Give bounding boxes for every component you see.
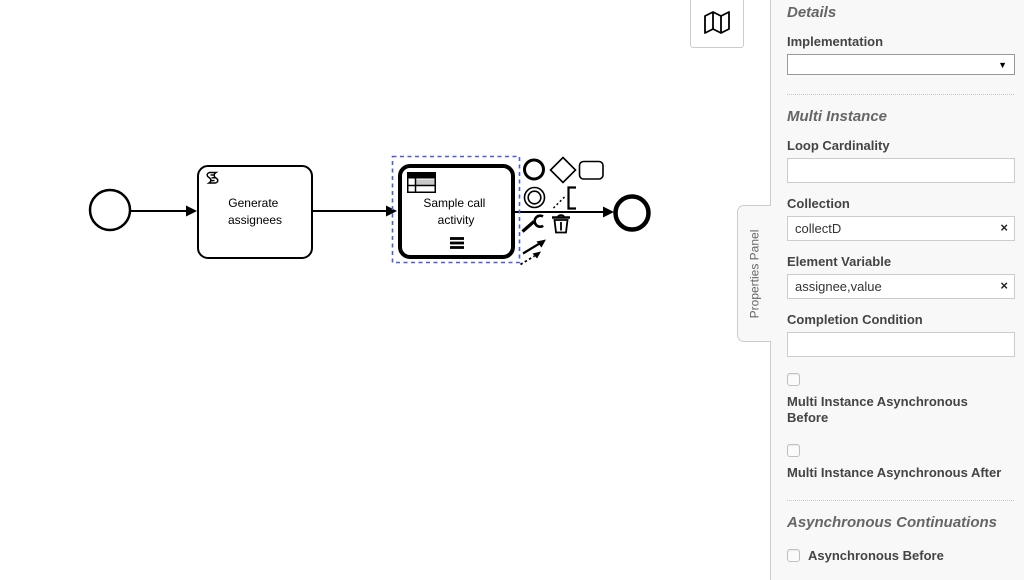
business-rule-task-icon	[407, 172, 436, 193]
call-activity-label: Sample call activity	[423, 196, 488, 227]
implementation-select[interactable]: ▼	[787, 54, 1015, 75]
multi-instance-async-after-label: Multi Instance Asynchronous After	[787, 465, 1002, 480]
asynchronous-before-checkbox[interactable]	[787, 549, 800, 562]
sequence-flow-3[interactable]	[514, 206, 614, 218]
call-activity-sample[interactable]: Sample call activity	[398, 164, 515, 259]
properties-panel-toggle[interactable]: Properties Panel	[737, 205, 771, 342]
chevron-down-icon: ▼	[998, 59, 1007, 70]
sequence-flow-1[interactable]	[130, 205, 197, 217]
element-variable-input[interactable]	[787, 274, 1015, 299]
end-event[interactable]	[613, 194, 651, 232]
wrench-icon[interactable]	[521, 214, 544, 233]
loop-cardinality-label: Loop Cardinality	[787, 138, 890, 153]
completion-condition-label: Completion Condition	[787, 312, 923, 327]
selection-outline	[391, 155, 521, 264]
append-text-annotation-icon[interactable]	[552, 186, 577, 210]
asynchronous-before-label: Asynchronous Before	[808, 548, 944, 563]
clear-icon[interactable]: ×	[1000, 220, 1008, 235]
clear-icon[interactable]: ×	[1000, 278, 1008, 293]
loop-cardinality-input[interactable]	[787, 158, 1015, 183]
collection-input[interactable]	[787, 216, 1015, 241]
script-task-icon	[206, 171, 219, 184]
properties-panel-toggle-label: Properties Panel	[747, 229, 762, 318]
context-pad	[520, 156, 604, 266]
element-variable-label: Element Variable	[787, 254, 892, 269]
implementation-label: Implementation	[787, 34, 884, 49]
section-title-multi-instance: Multi Instance	[787, 108, 888, 125]
sequence-flow-2[interactable]	[313, 205, 397, 217]
section-divider	[787, 94, 1014, 95]
start-event[interactable]	[88, 188, 132, 232]
task-label: Generate assignees	[228, 196, 282, 227]
map-icon	[704, 11, 730, 34]
bpmn-diagram: Generate assignees Sample call activity	[88, 155, 651, 266]
completion-condition-input[interactable]	[787, 332, 1015, 357]
multi-instance-async-before-label: Multi Instance Asynchronous Before	[787, 394, 968, 425]
collection-label: Collection	[787, 196, 850, 211]
connect-tool-icon[interactable]	[520, 239, 547, 266]
multi-instance-sequential-marker	[450, 237, 464, 249]
append-end-event-icon[interactable]	[523, 158, 545, 181]
section-title-details: Details	[787, 4, 837, 21]
bpmn-canvas[interactable]: Generate assignees Sample call activity	[0, 0, 770, 580]
append-gateway-icon[interactable]	[549, 156, 577, 184]
task-generate-assignees[interactable]: Generate assignees	[197, 165, 313, 259]
append-task-icon[interactable]	[578, 160, 604, 180]
section-title-async-continuations: Asynchronous Continuations	[787, 514, 997, 531]
multi-instance-async-after-checkbox[interactable]	[787, 444, 800, 458]
properties-panel: Details Implementation ▼ Multi Instance …	[770, 0, 1024, 580]
minimap-toggle-button[interactable]	[690, 0, 744, 48]
section-divider	[787, 500, 1014, 501]
trash-icon[interactable]	[552, 214, 570, 234]
append-intermediate-event-icon[interactable]	[523, 186, 546, 209]
multi-instance-async-before-checkbox[interactable]	[787, 373, 800, 387]
